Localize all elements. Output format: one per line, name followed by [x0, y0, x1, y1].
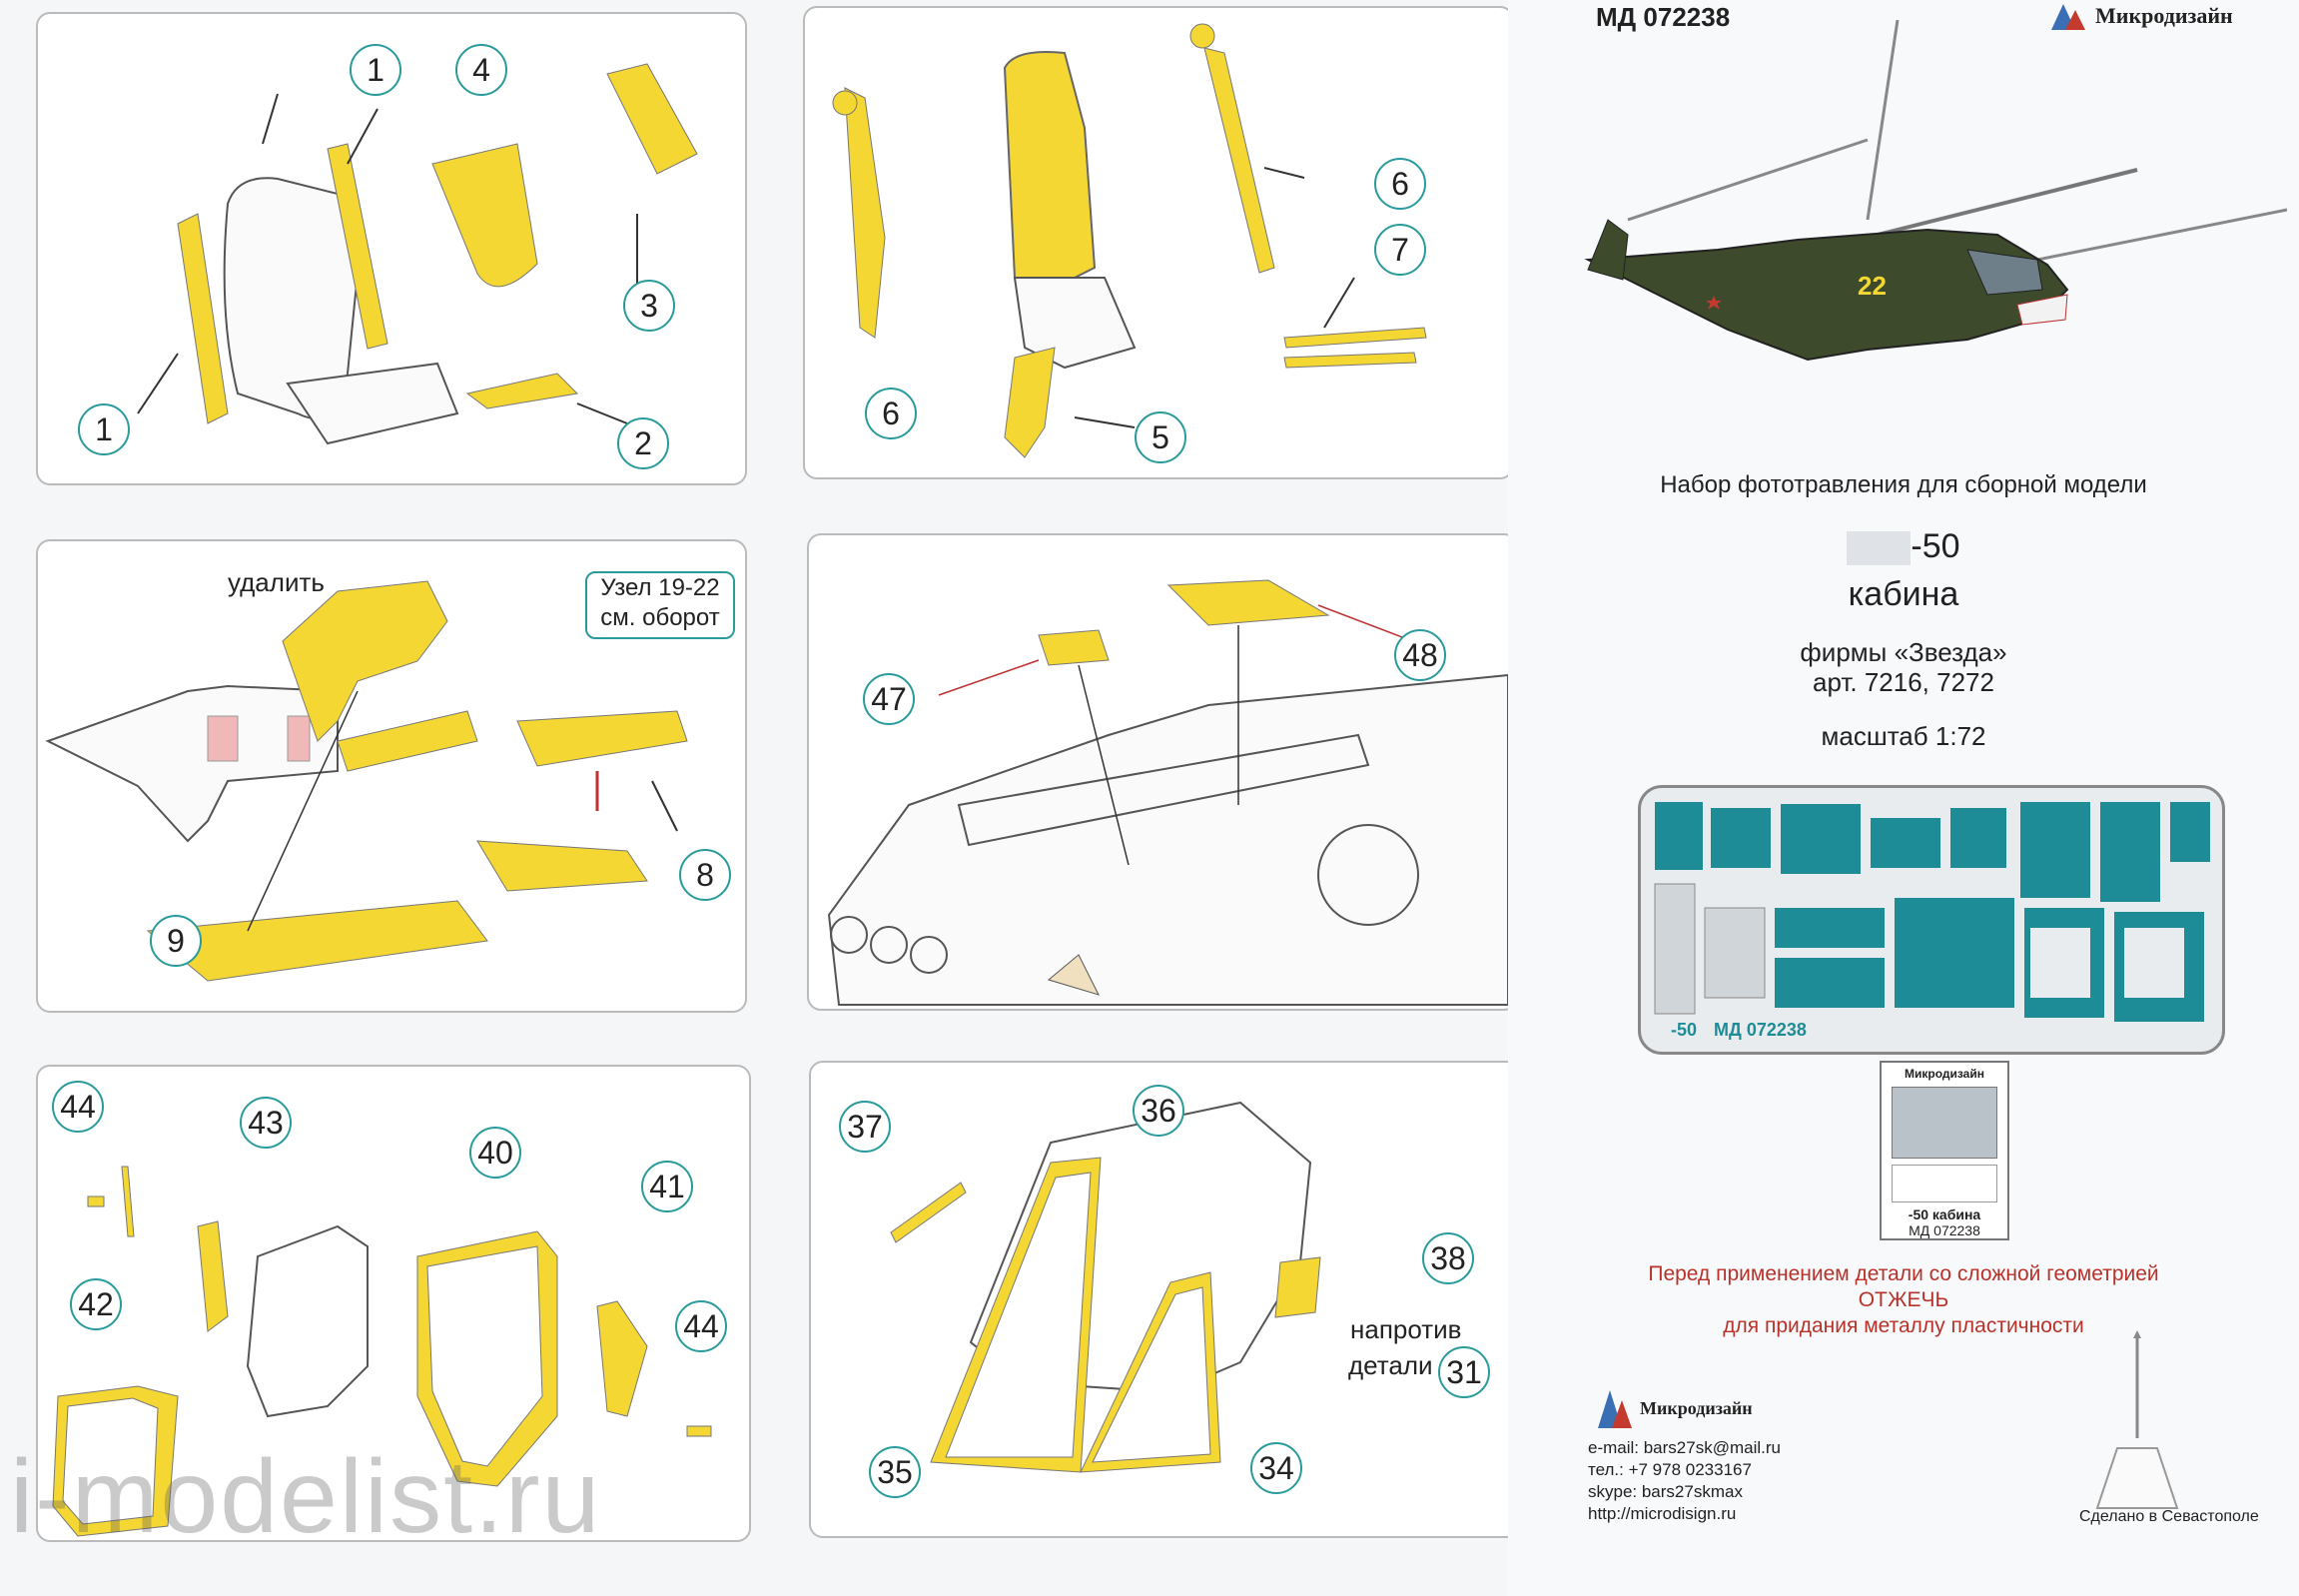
card-parts-illustration	[1892, 1165, 1997, 1202]
callout-42: 42	[70, 1278, 122, 1330]
site-watermark: i-modelist.ru	[10, 1439, 602, 1555]
panel-canopy: 37 36 38 35 34 напротив детали 31	[809, 1061, 1520, 1538]
model-name-text: -50	[1911, 527, 1960, 565]
product-code: МД 072238	[1596, 2, 1731, 32]
callout-6-left: 6	[865, 388, 917, 439]
made-in-label: Сделано в Севастополе	[2079, 1508, 2259, 1525]
warning-line2: ОТЖЕЧЬ	[1858, 1288, 1949, 1311]
callout-7: 7	[1374, 224, 1426, 276]
helicopter-illustration: 22	[1584, 20, 2287, 362]
canopy-drawing	[890, 1101, 1321, 1473]
opposite-label-line2: детали	[1348, 1350, 1433, 1380]
callout-1-top: 1	[350, 44, 401, 96]
brand-name: Микродизайн	[2095, 3, 2233, 28]
card-line1: -50 кабина	[1908, 1206, 1981, 1222]
warning-line1: Перед применением детали со сложной геом…	[1648, 1262, 2159, 1285]
callout-31: 31	[1438, 1346, 1490, 1398]
fret-parts	[1654, 802, 2210, 1022]
seat-drawing	[137, 63, 698, 445]
model-name-redacted	[1847, 531, 1912, 566]
callout-37: 37	[839, 1101, 891, 1153]
callout-47: 47	[863, 673, 915, 725]
remove-label: удалить	[228, 567, 325, 597]
callout-9: 9	[150, 915, 202, 967]
info-column: МД 072238 Микродизайн 22 Набор фототравл…	[1508, 0, 2299, 1596]
callout-3: 3	[623, 280, 675, 332]
callout-6-right: 6	[1374, 158, 1426, 210]
fuselage-drawing	[827, 579, 1509, 1006]
maker-line: фирмы «Звезда»	[1800, 637, 2007, 667]
node-reference-box: Узел 19-22 см. оборот	[585, 571, 735, 639]
photo-etch-fret: -50 МД 072238	[1638, 785, 2225, 1055]
panel-seat-assembly: 1 4 3 1 2	[36, 12, 747, 485]
brand-header: Микродизайн	[2047, 0, 2233, 32]
callout-5: 5	[1135, 411, 1186, 463]
fret-label-model: -50	[1671, 1020, 1698, 1040]
brand-logo-icon	[2051, 4, 2085, 30]
scale-line: масштаб 1:72	[1821, 721, 1986, 751]
dashboard-drawing	[45, 580, 688, 982]
contacts-logo-icon	[1598, 1390, 1632, 1428]
callout-41: 41	[641, 1161, 693, 1212]
contact-skype: skype: bars27skmax	[1588, 1482, 1743, 1501]
callout-38: 38	[1422, 1232, 1474, 1284]
model-name: -50	[1508, 527, 2299, 566]
callout-44-right: 44	[675, 1300, 727, 1352]
callout-40: 40	[469, 1127, 521, 1179]
card-panel-illustration	[1892, 1087, 1997, 1159]
contact-email: e-mail: bars27sk@mail.ru	[1588, 1438, 1781, 1457]
callout-8: 8	[679, 849, 731, 901]
card-line2: МД 072238	[1909, 1222, 1980, 1238]
node-reference-line2: см. оборот	[600, 604, 720, 631]
warning-line3: для придания металлу пластичности	[1723, 1314, 2084, 1337]
fret-label-code: МД 072238	[1714, 1020, 1807, 1040]
part-name: кабина	[1848, 575, 1959, 613]
articles-line: арт. 7216, 7272	[1813, 667, 1994, 697]
contacts-brand-name: Микродизайн	[1640, 1397, 1753, 1418]
belts-drawing	[832, 23, 1427, 458]
contact-web: http://microdisign.ru	[1588, 1504, 1737, 1523]
callout-48: 48	[1394, 629, 1446, 681]
fret-label: -50 МД 072238	[1671, 1020, 1807, 1041]
monument-icon	[2095, 1330, 2179, 1509]
callout-36: 36	[1133, 1085, 1184, 1137]
card-brand: Микродизайн	[1905, 1067, 1984, 1081]
node-reference-line1: Узел 19-22	[600, 574, 720, 601]
callout-43: 43	[240, 1097, 292, 1149]
doors-drawing	[52, 1166, 712, 1537]
panel-fuselage: 47 48	[807, 533, 1518, 1011]
callout-1-bottom: 1	[78, 403, 130, 455]
callout-44-top: 44	[52, 1081, 104, 1133]
contacts-brand: Микродизайн	[1594, 1386, 1753, 1430]
panel-doors: 44 43 40 41 42 44	[36, 1065, 751, 1542]
instrument-card: Микродизайн -50 кабина МД 072238	[1880, 1061, 2009, 1240]
contact-phone: тел.: +7 978 0233167	[1588, 1460, 1752, 1479]
kit-subtitle: Набор фототравления для сборной модели	[1660, 471, 2147, 498]
callout-4: 4	[455, 44, 507, 96]
panel-belts: 6 7 6 5	[803, 6, 1514, 479]
callout-34: 34	[1250, 1442, 1302, 1494]
callout-2: 2	[617, 417, 669, 469]
opposite-label-line1: напротив	[1350, 1314, 1462, 1344]
callout-35: 35	[869, 1446, 921, 1498]
svg-text:22: 22	[1858, 271, 1887, 301]
panel-dashboard-assembly: удалить Узел 19-22 см. оборот 8 9	[36, 539, 747, 1013]
